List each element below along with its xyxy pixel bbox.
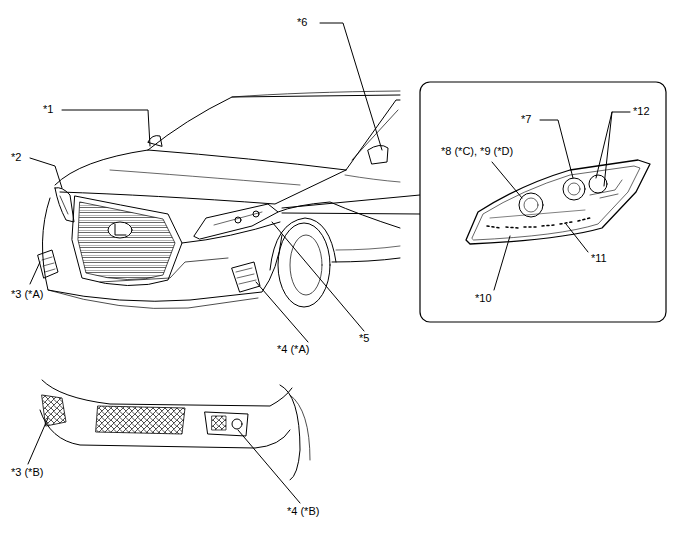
- callout-number: *10: [474, 292, 493, 305]
- callout-number: *11: [590, 252, 608, 265]
- callout-number: *7: [520, 113, 532, 126]
- callout-number: *8 (*C), *9 (*D): [440, 145, 514, 158]
- callout-number: *12: [632, 105, 651, 118]
- callout-number: *4 (*A): [276, 343, 310, 356]
- callout-number: *4 (*B): [286, 505, 320, 518]
- callout-number: *6: [296, 16, 308, 29]
- callout-number: *3 (*B): [10, 466, 44, 479]
- callout-number: *3 (*A): [10, 288, 44, 301]
- callout-number: *5: [358, 332, 370, 345]
- callout-number: *1: [42, 103, 54, 116]
- callout-number: *2: [10, 151, 22, 164]
